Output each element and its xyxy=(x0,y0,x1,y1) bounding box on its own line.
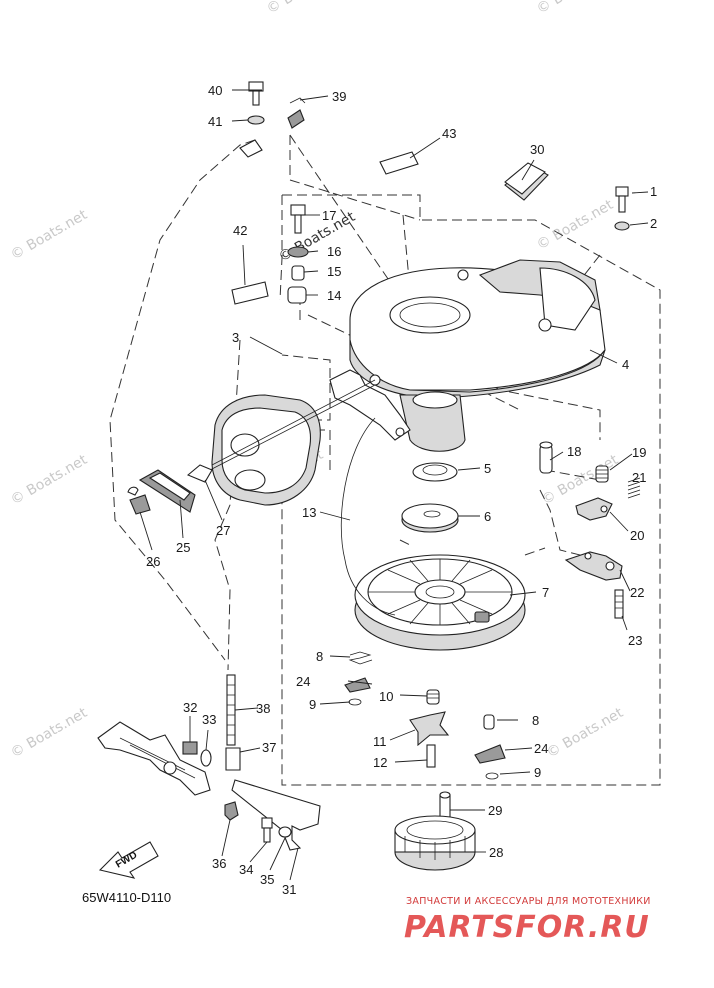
drive-plate xyxy=(412,462,458,482)
small-parts xyxy=(97,81,641,871)
part-number: 41 xyxy=(208,114,222,129)
sheave-drum xyxy=(354,554,526,651)
part-number: 39 xyxy=(332,89,346,104)
part-number: 14 xyxy=(327,288,341,303)
part-number: 4 xyxy=(622,357,629,372)
part-number: 5 xyxy=(484,461,491,476)
watermark: © Boats.net xyxy=(8,705,90,762)
part-number: 10 xyxy=(379,689,393,704)
spiral-spring xyxy=(401,503,459,533)
starter-rope xyxy=(340,417,396,616)
part-number: 22 xyxy=(630,585,644,600)
part-number: 31 xyxy=(282,882,296,897)
watermark: © Boats.net xyxy=(8,452,90,509)
part-number: 25 xyxy=(176,540,190,555)
part-number: 24 xyxy=(296,674,310,689)
diagram-code: 65W4110-D110 xyxy=(82,890,172,905)
part-number: 37 xyxy=(262,740,276,755)
part-number: 40 xyxy=(208,83,222,98)
part-number: 34 xyxy=(239,862,253,877)
part-number: 2 xyxy=(650,216,657,231)
watermark: © Boats.net xyxy=(534,0,616,17)
part-number: 15 xyxy=(327,264,341,279)
part-number: 36 xyxy=(212,856,226,871)
part-number: 17 xyxy=(322,208,336,223)
part-number: 21 xyxy=(632,470,646,485)
part-number: 26 xyxy=(146,554,160,569)
starter-cover xyxy=(329,259,606,452)
part-number: 28 xyxy=(489,845,503,860)
part-number: 43 xyxy=(442,126,456,141)
part-number: 11 xyxy=(373,734,387,749)
starter-handle xyxy=(127,464,213,515)
fwd-arrow-icon: FWD xyxy=(98,841,159,879)
brand-tagline: ЗАПЧАСТИ И АКСЕССУАРЫ ДЛЯ МОТОТЕХНИКИ xyxy=(406,896,651,907)
brand-logo: PARTSFOR.RU xyxy=(404,910,650,945)
watermark: © Boats.net xyxy=(8,207,90,264)
part-number: 9 xyxy=(309,697,316,712)
part-number: 38 xyxy=(256,701,270,716)
part-number-labels: 1 2 3 4 5 6 7 8 8 9 9 10 11 12 13 14 15 … xyxy=(146,83,657,897)
part-number: 30 xyxy=(530,142,544,157)
part-number: 24 xyxy=(534,741,548,756)
part-number: 13 xyxy=(302,505,316,520)
part-number: 8 xyxy=(532,713,539,728)
part-number: 35 xyxy=(260,872,274,887)
watermark: © Boats.net xyxy=(264,0,346,17)
part-number: 27 xyxy=(216,523,230,538)
part-number: 8 xyxy=(316,649,323,664)
part-number: 42 xyxy=(233,223,247,238)
part-number: 19 xyxy=(632,445,646,460)
part-number: 7 xyxy=(542,585,549,600)
part-number: 3 xyxy=(232,330,239,345)
part-number: 23 xyxy=(628,633,642,648)
part-number: 12 xyxy=(373,755,387,770)
part-number: 6 xyxy=(484,509,491,524)
part-number: 18 xyxy=(567,444,581,459)
part-number: 29 xyxy=(488,803,502,818)
handle-bracket xyxy=(209,379,376,506)
part-number: 32 xyxy=(183,700,197,715)
part-number: 33 xyxy=(202,712,216,727)
watermark: © Boats.net xyxy=(534,197,616,254)
part-number: 1 xyxy=(650,184,657,199)
part-number: 9 xyxy=(534,765,541,780)
watermark: © Boats.net xyxy=(544,705,626,762)
part-number: 20 xyxy=(630,528,644,543)
part-number: 16 xyxy=(327,244,341,259)
leader-lines xyxy=(139,89,649,881)
